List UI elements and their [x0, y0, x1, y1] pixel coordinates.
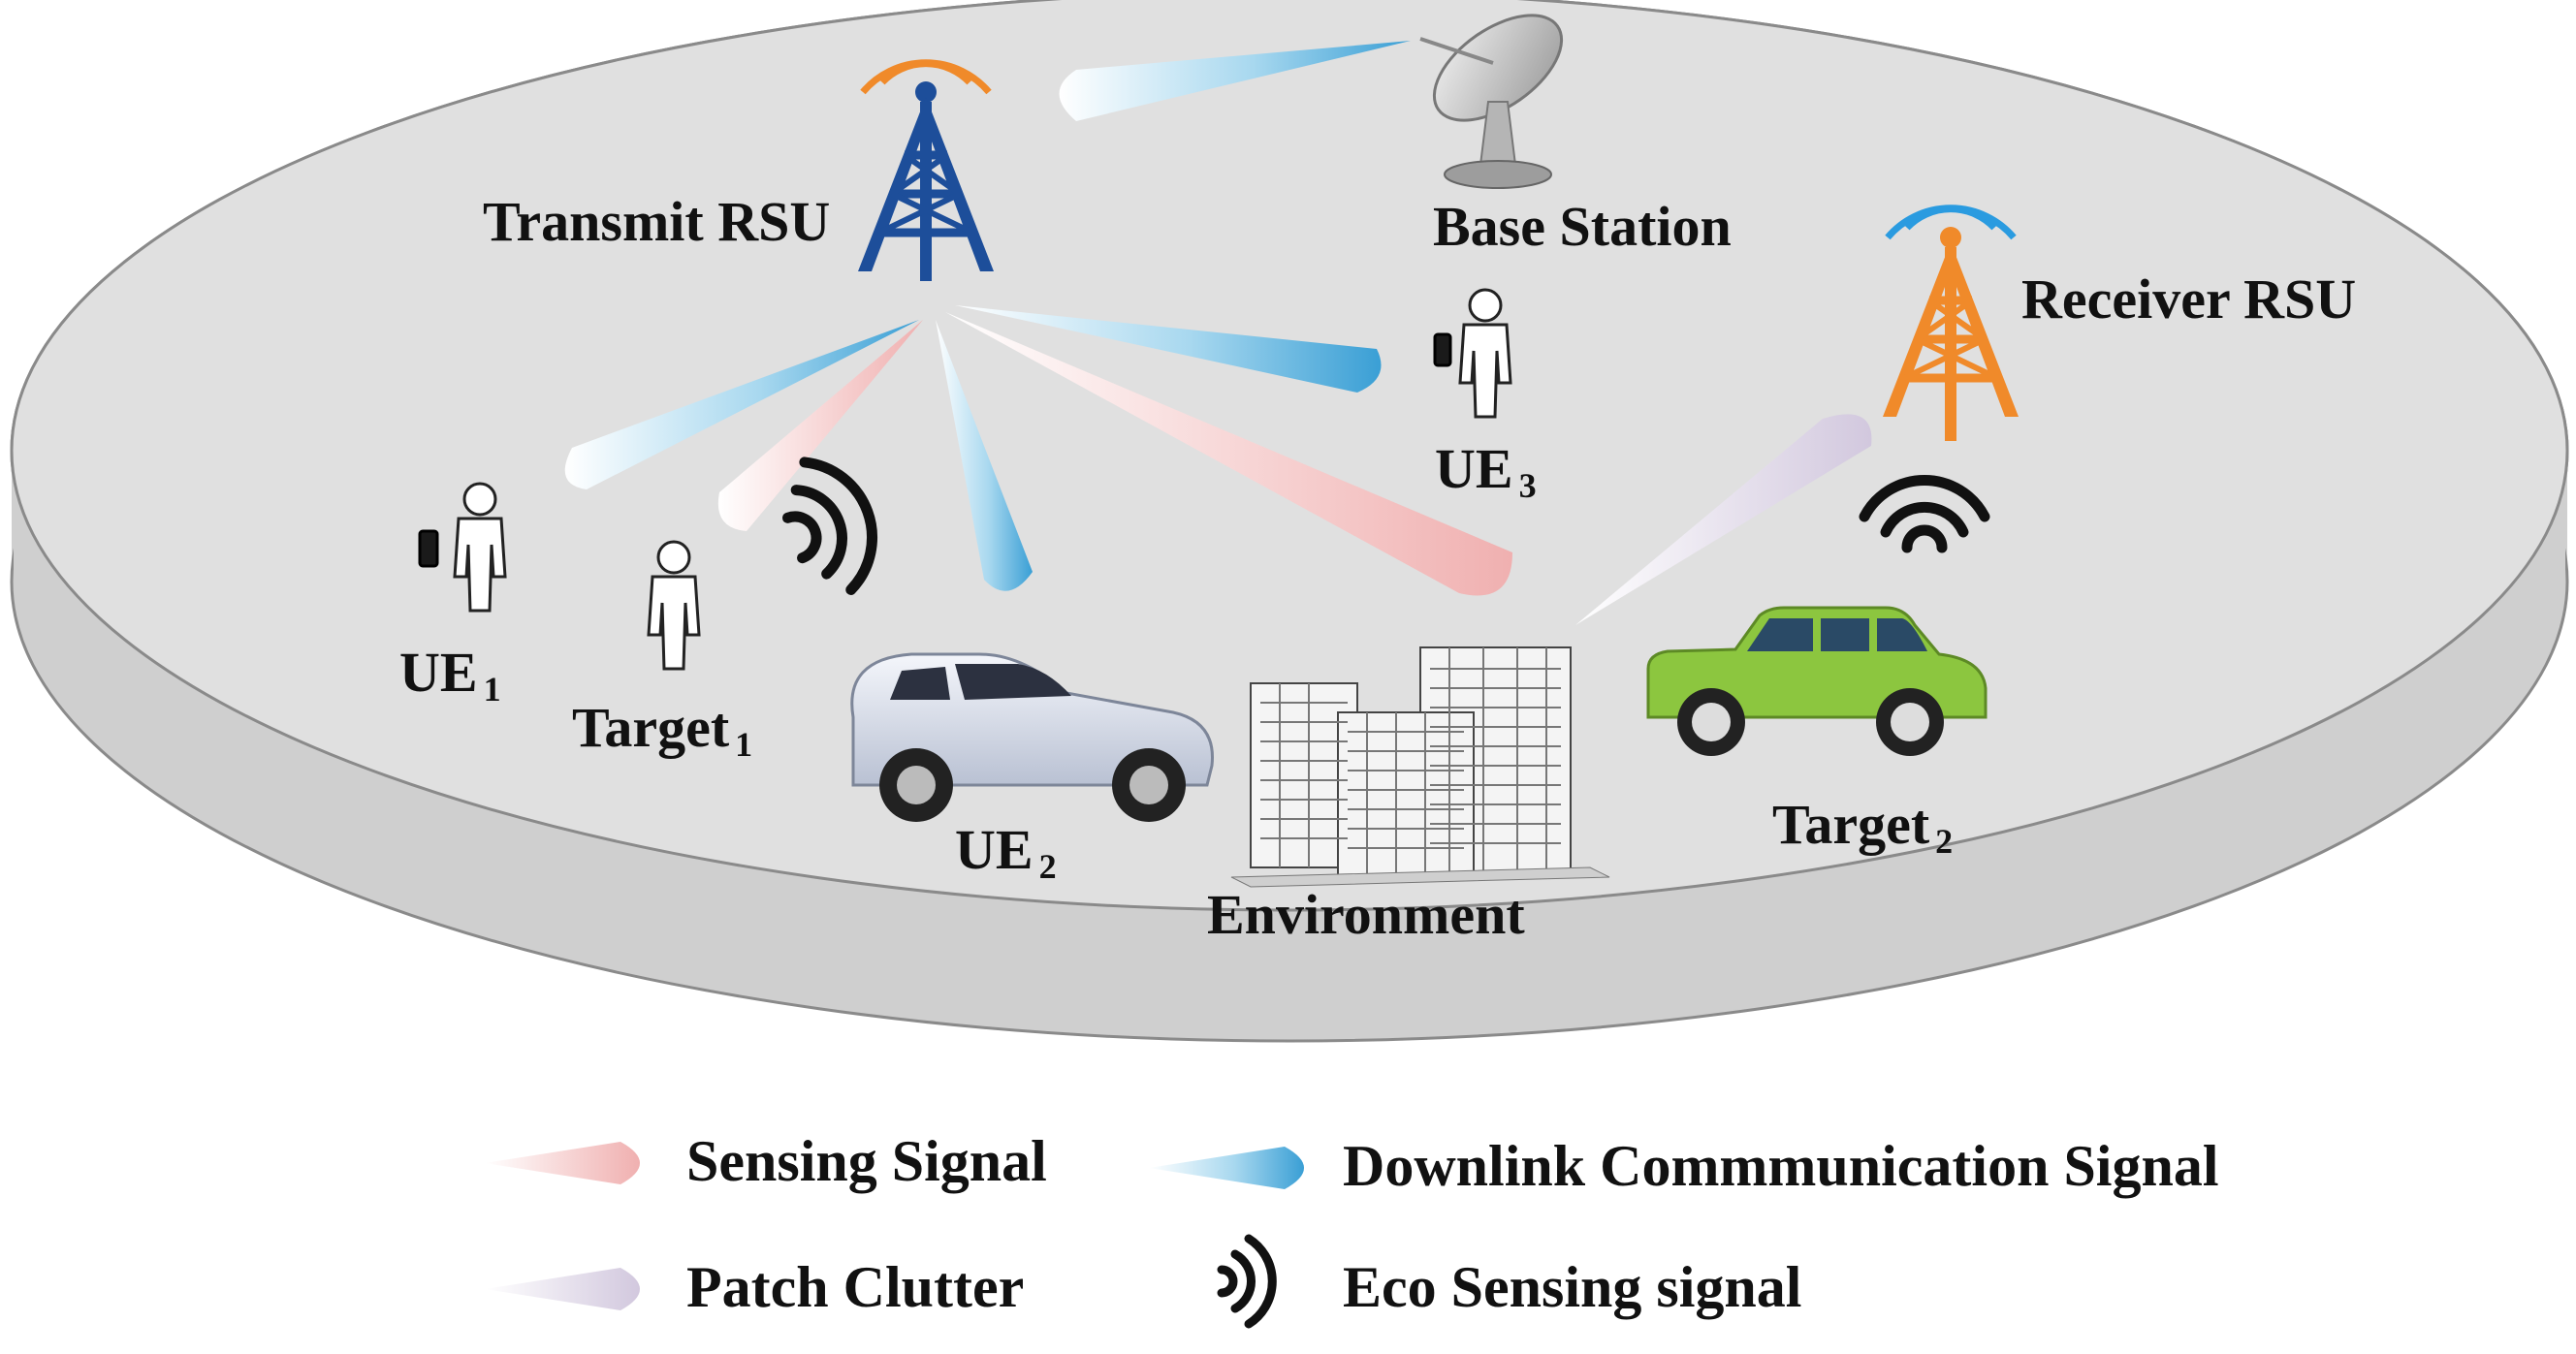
echo-signal-icon-target2: [1859, 475, 1990, 553]
base-station-dish-icon: [1419, 14, 1564, 189]
transmit-rsu-label: Transmit RSU: [483, 190, 831, 253]
ue2-label-name: UE: [955, 818, 1034, 881]
target1-label-sub: 1: [735, 725, 753, 764]
environment-label: Environment: [1207, 883, 1525, 946]
legend-sensing-label: Sensing Signal: [686, 1129, 1047, 1193]
clutter-beam: [1575, 414, 1872, 625]
legend-downlink-swatch: [1149, 1147, 1304, 1189]
sensing-beam-environment: [945, 312, 1512, 596]
downlink-beam-base-station: [1059, 41, 1411, 121]
ue3-label-sub: 3: [1518, 466, 1537, 505]
transmit-rsu-tower-icon: [858, 59, 994, 281]
ue1-person-icon: [418, 482, 507, 613]
environment-buildings-icon: [1230, 646, 1610, 888]
receiver-rsu-label: Receiver RSU: [2021, 268, 2357, 331]
ue3-person-icon: [1433, 288, 1512, 419]
target2-label-name: Target: [1772, 793, 1930, 856]
target1-person-icon: [647, 540, 701, 671]
legend-sensing-swatch: [485, 1142, 640, 1184]
legend-clutter-swatch: [485, 1268, 640, 1310]
sensing-beam-target1: [717, 320, 923, 531]
signal-beams: [564, 41, 1872, 625]
target2-label-sub: 2: [1935, 822, 1954, 861]
target1-label-name: Target: [572, 696, 730, 759]
ue1-label-name: UE: [399, 641, 478, 704]
echo-signal-icon-target1: [781, 457, 877, 595]
receiver-rsu-tower-icon: [1883, 205, 2019, 441]
ue3-label-name: UE: [1435, 437, 1513, 500]
legend-downlink-label: Downlink Commmunication Signal: [1343, 1134, 2219, 1198]
legend-echo-icon: [1217, 1234, 1277, 1329]
base-station-label: Base Station: [1433, 195, 1732, 258]
legend-echo-label: Eco Sensing signal: [1343, 1255, 1802, 1319]
ue2-car-icon: [850, 652, 1214, 822]
target2-car-icon: [1646, 606, 1988, 756]
legend-clutter-label: Patch Clutter: [686, 1255, 1025, 1319]
downlink-beam-ue2: [936, 320, 1033, 591]
downlink-beam-ue1: [564, 320, 919, 489]
ue1-label-sub: 1: [483, 670, 501, 708]
legend-glyphs: [485, 1142, 1304, 1329]
ue2-label-sub: 2: [1038, 847, 1057, 886]
downlink-beam-ue3: [955, 305, 1382, 393]
